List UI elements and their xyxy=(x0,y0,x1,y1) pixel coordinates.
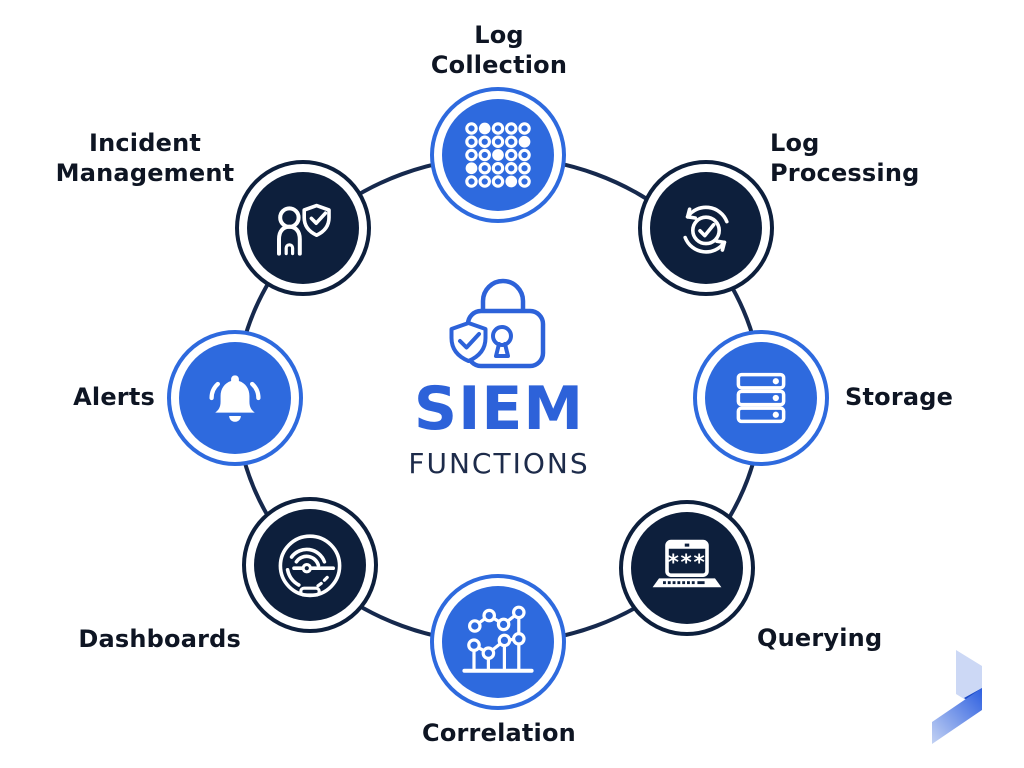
server-stack-icon xyxy=(705,342,817,454)
label-storage: Storage xyxy=(845,383,954,411)
svg-text:***: *** xyxy=(668,551,707,576)
scatter-chart-icon xyxy=(442,586,554,698)
node-log-processing xyxy=(638,160,774,296)
node-dashboards xyxy=(242,497,378,633)
label-correlation: Correlation xyxy=(422,719,576,747)
node-log-collection xyxy=(430,87,566,223)
bell-icon xyxy=(179,342,291,454)
node-correlation xyxy=(430,574,566,710)
label-incident-management: Incident Management xyxy=(55,129,235,187)
person-shield-icon xyxy=(247,172,359,284)
node-querying: *** xyxy=(619,500,755,636)
title-siem: SIEM xyxy=(413,374,585,444)
label-log-processing: Log Processing xyxy=(770,129,920,187)
brand-mark-icon xyxy=(928,646,1008,766)
label-querying: Querying xyxy=(757,624,883,652)
dots-grid-icon xyxy=(442,99,554,211)
sync-check-icon xyxy=(650,172,762,284)
lock-shield-icon xyxy=(445,270,550,376)
gauge-icon xyxy=(254,509,366,621)
node-incident-management xyxy=(235,160,371,296)
label-log-collection: Log Collection xyxy=(430,21,568,79)
password-laptop-icon: *** xyxy=(631,512,743,624)
node-alerts xyxy=(167,330,303,466)
label-alerts: Alerts xyxy=(73,383,155,411)
title-functions: FUNCTIONS xyxy=(408,447,590,480)
node-storage xyxy=(693,330,829,466)
label-dashboards: Dashboards xyxy=(78,625,241,653)
